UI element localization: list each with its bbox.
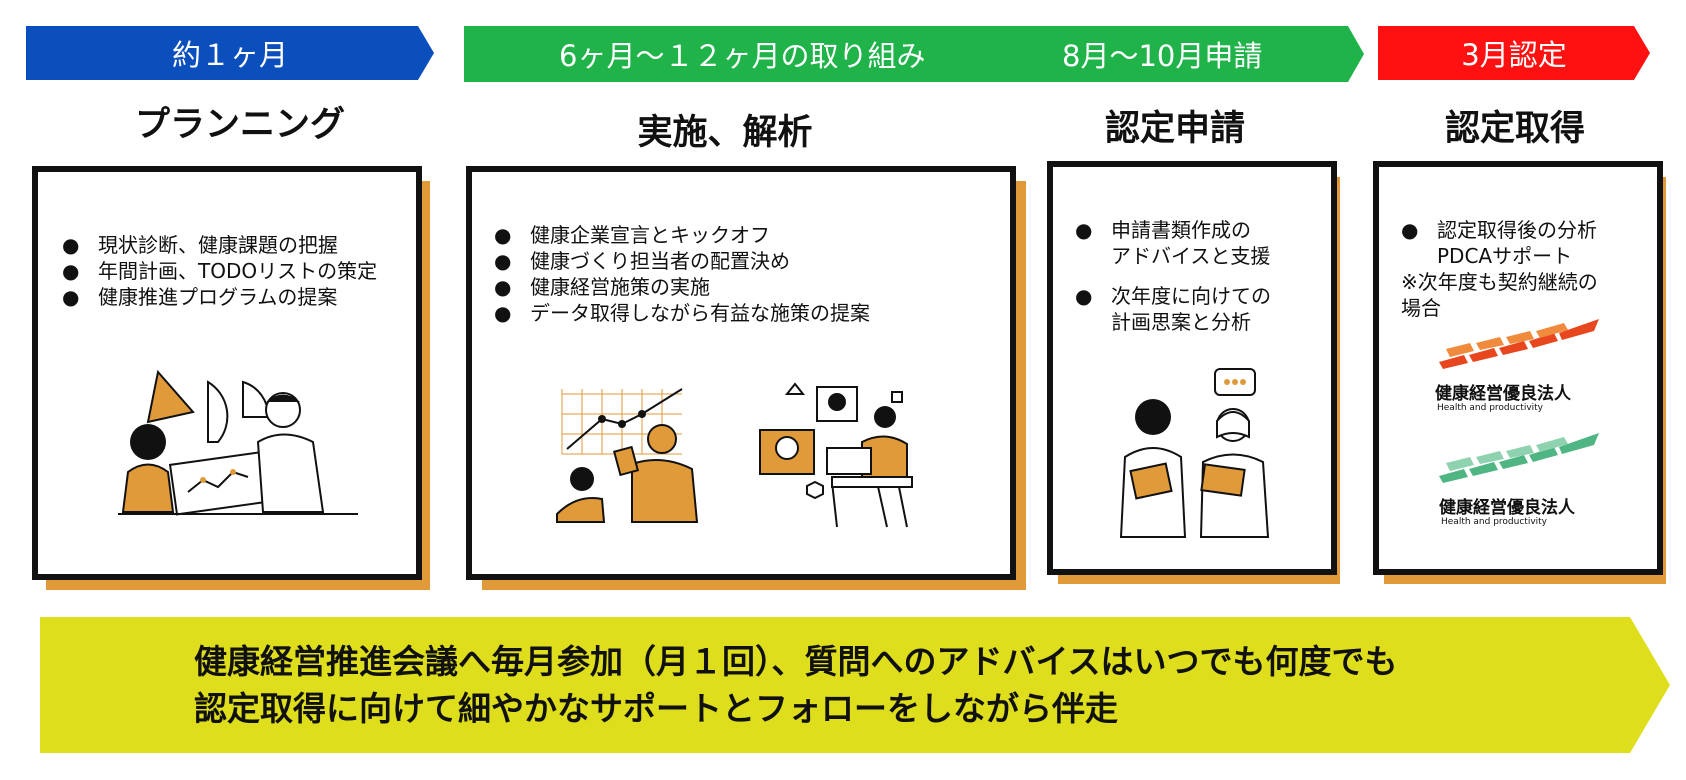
bullet-icon: ● [62,233,80,257]
logo-title: 健康経営優良法人 [1435,384,1571,404]
bullet-icon: ● [62,285,80,309]
bullet-icon: ● [1075,218,1093,242]
step-2-bullets: ●健康企業宣言とキックオフ ●健康づくり担当者の配置決め ●健康経営施策の実施 … [494,222,870,326]
analysis-illustration [556,388,699,523]
planning-illustration [118,369,358,516]
bullet-icon: ● [494,223,512,247]
step-1-title: プランニング [134,105,345,145]
bullet-text: 健康づくり担当者の配置決め [530,249,790,273]
phase-arrow-2-label: 6ヶ月～１２ヶ月の取り組み [559,39,926,73]
step-1-card: ● 現状診断、健康課題の把握 ● 年間計画、TODOリストの策定 ● 健康推進プログラ… [32,166,422,580]
step-4-bullet-continuation: PDCAサポート [1437,244,1573,268]
support-banner-line1: 健康経営推進会議へ毎月参加（月１回）、質問へのアドバイスはいつでも何度でも [194,642,1398,681]
bullet-icon: ● [494,301,512,325]
bullet-icon: ● [494,275,512,299]
list-item: ● 認定取得後の分析 [1401,217,1597,243]
online-meeting-illustration [759,382,913,528]
bullet-text-cont: 計画思案と分析 [1111,310,1251,334]
bullet-icon: ● [1075,284,1093,308]
bullet-text: 健康企業宣言とキックオフ [530,223,770,247]
logo-title: 健康経営優良法人 [1439,498,1575,518]
bullet-icon: ● [1401,218,1419,242]
support-banner-line2: 認定取得に向けて細やかなサポートとフォローをしながら伴走 [194,689,1118,728]
step-4-note-line2: 場合 [1401,296,1441,320]
bullet-text: データ取得しながら有益な施策の提案 [530,301,870,325]
bullet-text: 認定取得後の分析 [1437,218,1597,242]
step-3-bullets: ● 申請書類作成のアドバイスと支援 ● 次年度に向けての計画思案と分析 [1075,217,1271,349]
step-2-card: ●健康企業宣言とキックオフ ●健康づくり担当者の配置決め ●健康経営施策の実施 … [466,166,1016,580]
list-item: ● 現状診断、健康課題の把握 [62,232,377,258]
step-1-bullets: ● 現状診断、健康課題の把握 ● 年間計画、TODOリストの策定 ● 健康推進プログラ… [62,232,377,310]
list-item: ● データ取得しながら有益な施策の提案 [494,300,870,326]
bullet-icon: ● [62,259,80,283]
bullet-text-cont: アドバイスと支援 [1111,244,1271,268]
list-item: ● 健康づくり担当者の配置決め [494,248,870,274]
list-item: ● 健康推進プログラムの提案 [62,284,377,310]
list-item: ● 申請書類作成のアドバイスと支援 [1075,217,1271,269]
logo-subtitle: Health and productivity [1437,403,1544,413]
step-4-title: 認定取得 [1444,109,1585,149]
support-banner-text: 健康経営推進会議へ毎月参加（月１回）、質問へのアドバイスはいつでも何度でも 認定… [194,638,1398,732]
bullet-text: 年間計画、TODOリストの策定 [98,259,378,283]
step-3-title: 認定申請 [1104,109,1245,149]
step-4-bullets: ● 認定取得後の分析 [1401,217,1597,243]
step-3-card: ● 申請書類作成のアドバイスと支援 ● 次年度に向けての計画思案と分析 [1047,161,1337,575]
consultation-illustration [1119,368,1270,538]
list-item: ● 健康経営施策の実施 [494,274,870,300]
logo-subtitle: Health and productivity [1441,517,1548,527]
phase-arrow-4-label: 3月認定 [1461,38,1567,72]
list-item: ● 年間計画、TODOリストの策定 [62,258,377,284]
certification-logo-orange [1439,319,1599,369]
list-item: ● 次年度に向けての計画思案と分析 [1075,283,1271,335]
bullet-icon: ● [494,249,512,273]
bullet-text: 申請書類作成の [1111,218,1251,242]
bullet-text: 次年度に向けての [1111,284,1271,308]
phase-arrow-2: 6ヶ月～１２ヶ月の取り組み 8月～10月申請 [464,26,1364,82]
list-item: ● 健康企業宣言とキックオフ [494,222,870,248]
bullet-text: 現状診断、健康課題の把握 [98,233,338,257]
certification-logo-green [1439,433,1599,483]
bullet-text: 健康推進プログラムの提案 [98,285,338,309]
support-banner-arrow [40,617,1670,753]
phase-arrow-4: 3月認定 [1378,26,1650,80]
step-4-card: ● 認定取得後の分析 PDCAサポート ※次年度も契約継続の 場合 健康経営優良法… [1373,161,1663,575]
phase-arrow-1: 約１ヶ月 [26,26,434,80]
bullet-text: 健康経営施策の実施 [530,275,710,299]
phase-arrow-1-label: 約１ヶ月 [171,38,288,72]
step-2-title: 実施、解析 [637,113,813,153]
phase-arrow-3-label: 8月～10月申請 [1062,39,1263,73]
step-4-note-line1: ※次年度も契約継続の [1401,270,1598,294]
